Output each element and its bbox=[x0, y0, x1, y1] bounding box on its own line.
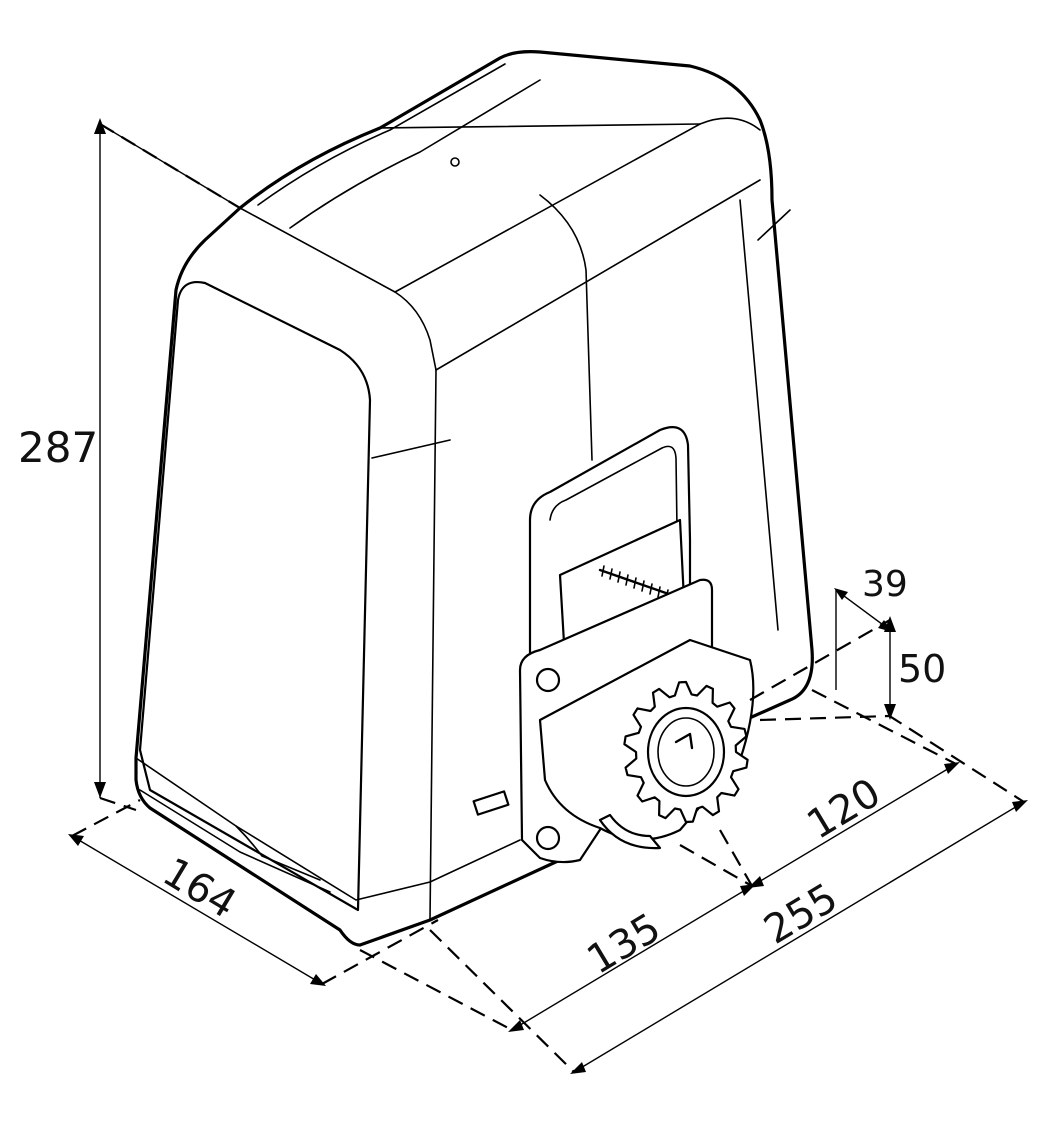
top-screw-hole bbox=[450, 157, 460, 167]
total-length-label: 255 bbox=[756, 875, 845, 954]
depth-dimension-line bbox=[71, 835, 323, 985]
right-corner-line bbox=[757, 209, 791, 241]
base-notch bbox=[235, 825, 321, 881]
pinion-back-label: 120 bbox=[799, 770, 888, 849]
total-length-arrow-right bbox=[1012, 800, 1028, 812]
right-edge-line bbox=[739, 199, 779, 631]
depth-arrow-right bbox=[310, 974, 326, 986]
total-length-extension-right bbox=[887, 714, 1025, 803]
height-arrow-bottom bbox=[94, 782, 106, 798]
top-ridge-line-3 bbox=[257, 63, 506, 206]
depth-arrow-left bbox=[68, 834, 84, 846]
height-extension-bottom bbox=[99, 796, 137, 812]
pinion-extension bbox=[679, 844, 753, 887]
pinion-back-dimension-line bbox=[751, 763, 957, 887]
pinion-height-extension-top bbox=[749, 619, 891, 701]
top-ridge-line-5 bbox=[379, 123, 701, 129]
gear-guard-lip bbox=[598, 813, 662, 850]
depth-extension-left bbox=[71, 799, 141, 837]
base-band-top bbox=[135, 757, 521, 901]
total-length-arrow-left bbox=[570, 1062, 586, 1074]
pinion-back-extension bbox=[719, 829, 753, 887]
pinion-back-arrow-left bbox=[748, 876, 764, 888]
dimension-lines: 287 164 135 255 120 50 bbox=[18, 118, 1028, 1074]
total-length-dimension-line bbox=[573, 801, 1025, 1073]
pinion-front-label: 135 bbox=[579, 905, 668, 984]
pinion-offset-label: 39 bbox=[862, 564, 908, 605]
height-arrow-top bbox=[94, 118, 106, 134]
pinion-front-arrow-left bbox=[508, 1020, 524, 1032]
gear-shaft-key bbox=[674, 732, 694, 750]
pinion-height-label: 50 bbox=[898, 647, 946, 691]
pinion-back-extension-right bbox=[811, 689, 957, 765]
front-panel bbox=[138, 281, 372, 912]
top-cover-edge bbox=[435, 179, 761, 371]
height-extension-top-dash bbox=[99, 123, 241, 209]
gear-hub bbox=[646, 706, 726, 798]
side-split-line bbox=[371, 439, 451, 459]
pinion-offset-dimension-line bbox=[835, 589, 891, 631]
pinion-front-dimension-line bbox=[511, 885, 753, 1031]
pinion-gear bbox=[623, 680, 749, 824]
side-cover-curve bbox=[539, 194, 593, 461]
pinion-height-extension-bottom bbox=[759, 714, 891, 722]
mounting-plate-inner bbox=[549, 445, 679, 601]
pinion-front-extension bbox=[359, 949, 513, 1031]
top-ridge-line-4 bbox=[289, 79, 541, 229]
cable-slot bbox=[472, 790, 510, 816]
total-length-extension-left bbox=[429, 929, 575, 1073]
depth-extension-right bbox=[321, 919, 439, 985]
height-label: 287 bbox=[18, 423, 98, 472]
pinion-offset-arrow-right bbox=[878, 620, 892, 632]
pinion-back-arrow-right bbox=[944, 762, 960, 774]
pinion-assembly bbox=[518, 426, 755, 864]
bracket-bolt-top bbox=[535, 667, 561, 693]
pinion-height-arrow-bottom bbox=[884, 704, 896, 720]
base-band-mid bbox=[139, 789, 331, 893]
pinion-offset-arrow-left bbox=[834, 588, 848, 600]
side-vertical-line bbox=[429, 369, 437, 921]
gear-hub-inner bbox=[657, 717, 715, 787]
bracket-bolt-bottom bbox=[535, 825, 561, 851]
